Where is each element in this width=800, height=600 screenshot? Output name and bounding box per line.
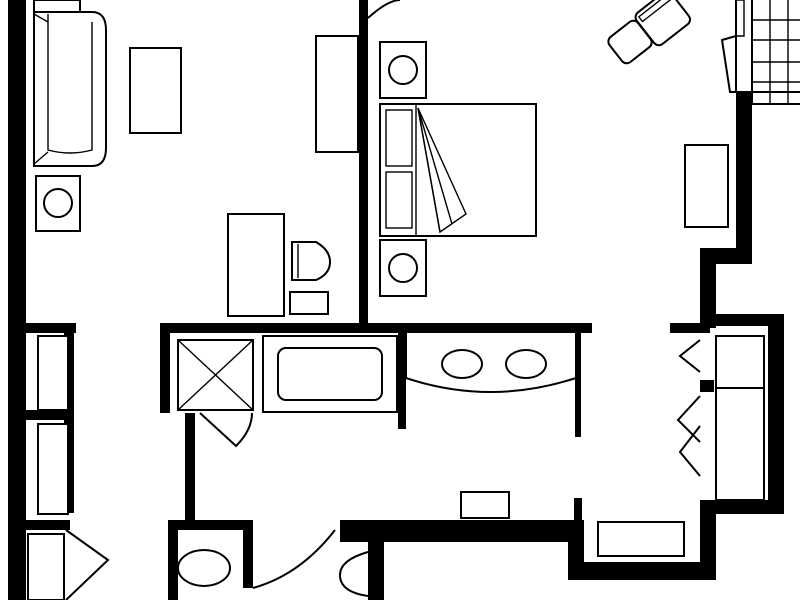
sink-icon: [441, 349, 483, 379]
pillow: [385, 109, 413, 167]
wall-lower-right: [700, 500, 716, 580]
lamp-icon: [388, 253, 418, 283]
sofa-inner: [47, 14, 93, 154]
entry-door-leaf: [27, 533, 65, 600]
shower-door: [199, 412, 253, 448]
wall-lower-bottom: [568, 562, 716, 580]
wall-closet-top: [700, 314, 784, 326]
bedroom: [367, 0, 729, 297]
left-windows: [37, 335, 69, 515]
dresser: [684, 144, 729, 228]
bathtub-basin: [277, 347, 383, 401]
nightstand-bottom: [379, 239, 427, 297]
walls: [8, 0, 784, 600]
bathroom: [177, 333, 582, 526]
end-table: [35, 175, 81, 232]
entry-door-swing: [65, 529, 110, 600]
wall-left-wc: [168, 520, 178, 600]
sofa: [33, 11, 107, 167]
wall-right-mid: [700, 248, 716, 328]
bathtub: [262, 335, 398, 413]
armchair: [634, 0, 692, 47]
closet-door-swing: [676, 339, 701, 477]
window-upper: [37, 335, 69, 411]
wall-right-upper: [736, 92, 752, 264]
bed-sheet-fold: [417, 107, 467, 234]
bedroom-door-swing: [367, 0, 401, 19]
wall-bath-left: [160, 323, 170, 413]
ottoman: [289, 291, 329, 315]
vanity: [405, 333, 577, 393]
wall-bath-left-lower: [185, 413, 195, 523]
wall-hall-bottom-right: [340, 520, 580, 542]
bed: [379, 103, 537, 237]
media-cabinet: [315, 35, 359, 153]
nightstand-top: [379, 41, 427, 99]
desk: [227, 213, 285, 317]
desk-chair: [291, 241, 332, 281]
window-lower: [37, 423, 69, 515]
wall-bath-top-left: [160, 323, 592, 333]
toilet-icon: [177, 549, 231, 587]
balcony-tiles: [720, 0, 800, 105]
closet-shelf: [715, 335, 765, 389]
closet-rail: [715, 387, 765, 501]
wc-door-swing: [252, 529, 336, 589]
lamp-icon: [43, 188, 73, 218]
lamp-icon: [388, 55, 418, 85]
armchair-ottoman: [607, 19, 653, 65]
window-seat: [597, 521, 685, 557]
wall-left-jog: [26, 410, 74, 420]
wall-left-outer: [8, 0, 26, 600]
wall-hall-bottom: [168, 520, 253, 530]
toilet-right: [338, 551, 369, 597]
living-room: [33, 0, 359, 317]
shower: [177, 339, 254, 411]
wall-bath-top-right: [670, 323, 710, 333]
coffee-table: [129, 47, 182, 134]
wall-closet-right: [768, 314, 784, 514]
lower-area: [27, 520, 685, 600]
wall-wc-divider: [368, 540, 384, 600]
sink-icon: [505, 349, 547, 379]
wall-bedroom-divider: [359, 0, 368, 330]
pillow: [385, 171, 413, 229]
wall-living-top-left: [26, 323, 76, 333]
end-table-top: [33, 0, 81, 13]
closet: [676, 335, 765, 501]
bench: [460, 491, 510, 519]
wall-left-door-frame: [26, 520, 70, 530]
wall-closet-bottom: [700, 500, 784, 514]
